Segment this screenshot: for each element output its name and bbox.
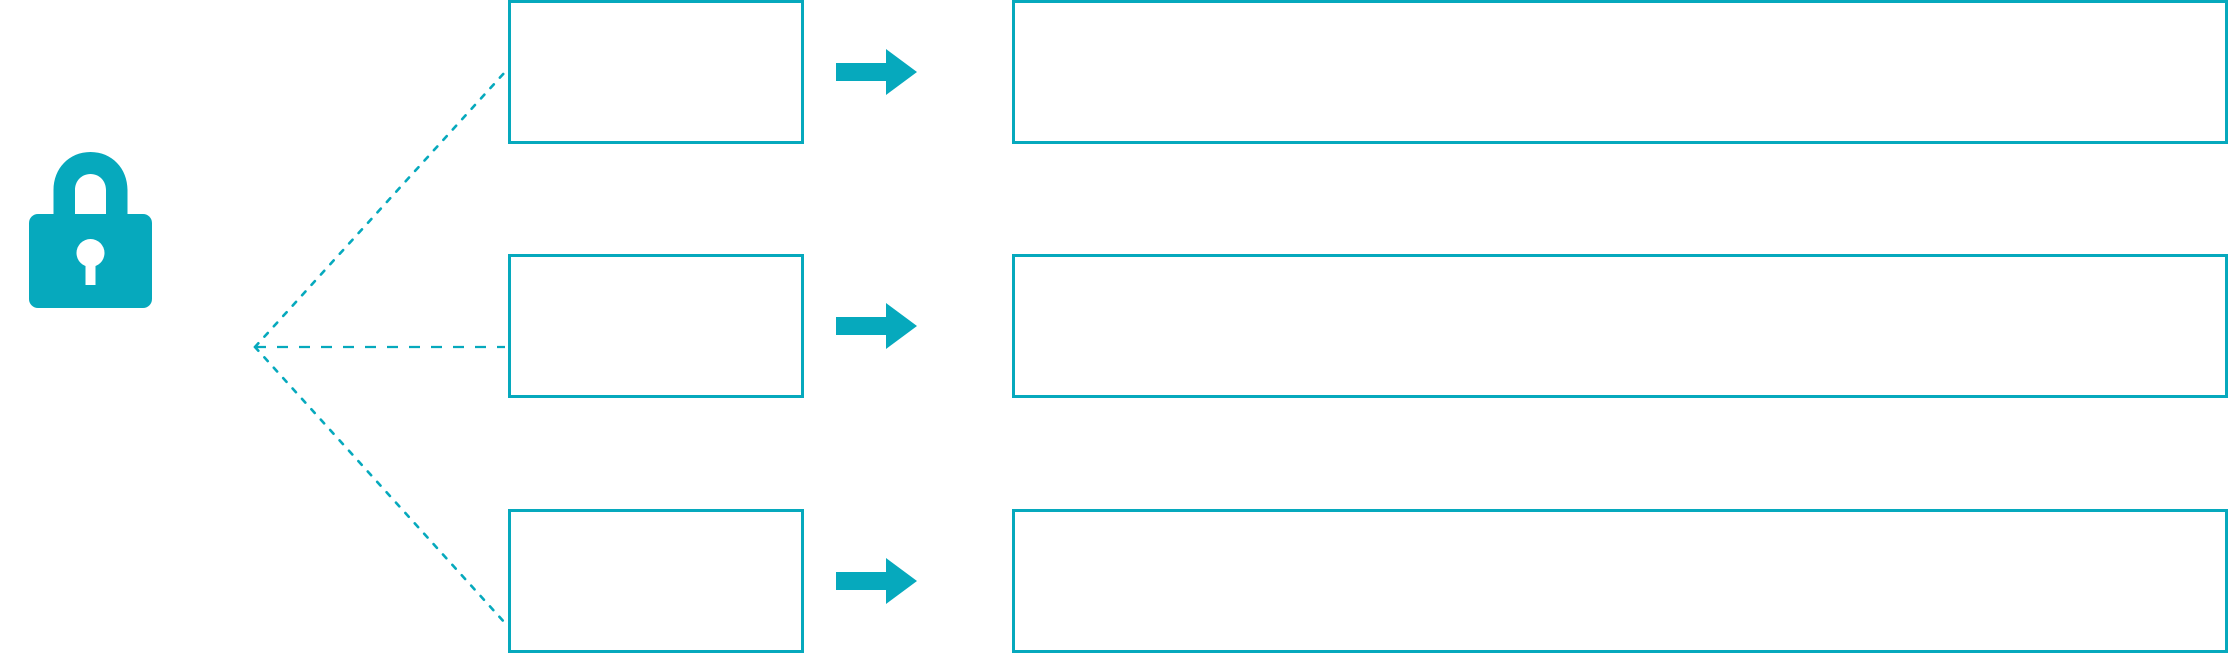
arrow-right-icon-2	[836, 301, 918, 351]
detail-box-2-label	[1015, 257, 2225, 277]
detail-box-3[interactable]	[1012, 509, 2228, 653]
detail-box-1-label	[1015, 3, 2225, 23]
category-box-2[interactable]	[508, 254, 804, 398]
lock-icon	[28, 150, 153, 310]
category-box-3[interactable]	[508, 509, 804, 653]
arrow-right-icon-1	[836, 47, 918, 97]
category-box-3-label	[511, 512, 801, 532]
connector-to-row-1	[253, 70, 507, 349]
detail-box-1[interactable]	[1012, 0, 2228, 144]
category-box-1-label	[511, 3, 801, 23]
category-box-1[interactable]	[508, 0, 804, 144]
arrow-right-icon-3	[836, 556, 918, 606]
connector-to-row-3	[253, 345, 507, 625]
detail-box-3-label	[1015, 512, 2225, 532]
detail-box-2[interactable]	[1012, 254, 2228, 398]
category-box-2-label	[511, 257, 801, 277]
